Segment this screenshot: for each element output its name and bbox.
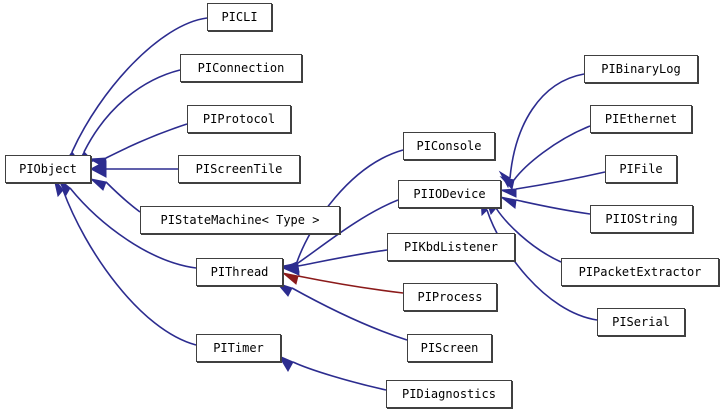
node-piethernet[interactable]: PIEthernet (590, 105, 692, 133)
edge-piethernet-to-piiodevice (499, 125, 591, 191)
node-piiodevice[interactable]: PIIODevice (398, 180, 501, 208)
node-label: PIKbdListener (404, 240, 498, 254)
node-label: PIScreenTile (195, 162, 283, 176)
node-label: PIFile (619, 162, 663, 176)
node-label: PISerial (612, 315, 670, 329)
node-pifile[interactable]: PIFile (605, 155, 677, 183)
edge-piconnection-to-piobject (74, 69, 181, 168)
edge-pitimer-to-piobject (53, 177, 197, 346)
node-piiostring[interactable]: PIIOString (590, 205, 693, 233)
node-pidiagnostics[interactable]: PIDiagnostics (386, 380, 512, 408)
node-label: PIEthernet (604, 112, 678, 126)
node-piscreentile[interactable]: PIScreenTile (178, 155, 300, 183)
node-piscreen[interactable]: PIScreen (407, 334, 492, 362)
node-label: PIStateMachine< Type > (160, 213, 320, 227)
node-label: PIIODevice (413, 187, 486, 201)
node-label: PIPacketExtractor (578, 265, 702, 279)
edge-piscreentile-to-piobject (90, 160, 178, 178)
node-picli[interactable]: PICLI (207, 3, 272, 31)
edge-pidiagnostics-to-pitimer (277, 354, 387, 391)
node-piprotocol[interactable]: PIProtocol (187, 105, 291, 133)
node-label: PIConsole (416, 139, 482, 153)
edge-piprocess-to-pithread (282, 272, 404, 294)
node-pibinarylog[interactable]: PIBinaryLog (584, 55, 698, 83)
edge-pifile-to-piiodevice (500, 171, 606, 198)
edge-pikbdlistener-to-pithread (281, 249, 388, 276)
node-piprocess[interactable]: PIProcess (403, 283, 497, 311)
node-pithread[interactable]: PIThread (196, 258, 283, 286)
edge-piprotocol-to-piobject (88, 123, 188, 168)
node-pistatemachine[interactable]: PIStateMachine< Type > (140, 206, 340, 234)
node-label: PIScreen (420, 341, 479, 355)
node-label: PIDiagnostics (402, 387, 496, 401)
node-piobject[interactable]: PIObject (5, 155, 91, 183)
node-piserial[interactable]: PISerial (597, 308, 685, 336)
node-label: PIThread (210, 265, 269, 279)
node-label: PIBinaryLog (601, 62, 681, 76)
node-label: PITimer (213, 341, 264, 355)
node-pitimer[interactable]: PITimer (196, 334, 281, 362)
node-label: PIProtocol (202, 112, 276, 126)
edge-piscreen-to-pithread (275, 281, 408, 341)
node-label: PIIOString (605, 212, 678, 226)
edge-picli-to-piobject (60, 17, 208, 167)
node-label: PIConnection (197, 61, 285, 75)
edge-piiostring-to-piiodevice (500, 196, 591, 215)
node-piconsole[interactable]: PIConsole (403, 132, 495, 160)
node-label: PIProcess (417, 290, 483, 304)
node-pipacketextractor[interactable]: PIPacketExtractor (561, 258, 719, 286)
edge-pistatemachine-to-piobject (89, 178, 141, 213)
edge-pibinarylog-to-piiodevice (498, 73, 585, 189)
node-piconnection[interactable]: PIConnection (180, 54, 302, 82)
node-label: PIObject (19, 162, 77, 176)
node-pikbdlistener[interactable]: PIKbdListener (387, 233, 515, 261)
node-label: PICLI (221, 10, 258, 24)
